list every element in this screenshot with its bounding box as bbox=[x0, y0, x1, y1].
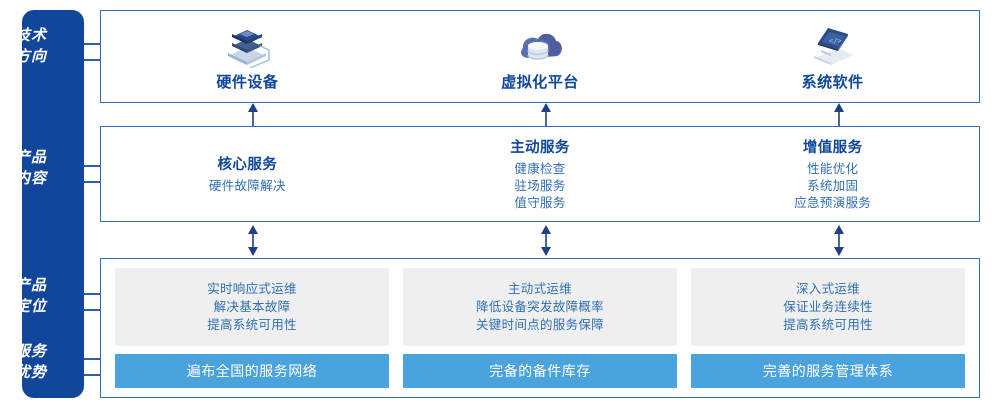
product-content-panel: 核心服务 硬件故障解决 主动服务 健康检查 驻场服务 值守服务 增值服务 性能优… bbox=[100, 126, 980, 222]
tech-item-label: 硬件设备 bbox=[216, 73, 279, 91]
content-column-item: 性能优化 bbox=[807, 162, 859, 176]
position-box-1[interactable]: 实时响应式运维 解决基本故障 提高系统可用性 bbox=[115, 268, 389, 346]
sidebar-label-line2: 方向 bbox=[14, 48, 47, 65]
position-line: 主动式运维 bbox=[507, 282, 572, 296]
position-line: 降低设备突发故障概率 bbox=[475, 300, 604, 314]
laptop-code-icon: </> bbox=[802, 22, 864, 68]
content-column-item: 应急预演服务 bbox=[794, 196, 872, 210]
arrow-bidirectional-value-added bbox=[833, 225, 845, 256]
content-column-active-service[interactable]: 主动服务 健康检查 驻场服务 值守服务 bbox=[394, 127, 687, 221]
bottom-column-1: 实时响应式运维 解决基本故障 提高系统可用性 遍布全国的服务网络 bbox=[115, 268, 389, 388]
content-column-item: 值守服务 bbox=[514, 196, 566, 210]
position-line: 保证业务连续性 bbox=[783, 300, 873, 314]
connector-line bbox=[84, 293, 102, 295]
position-line: 关键时间点的服务保障 bbox=[475, 318, 604, 332]
content-column-value-added-service[interactable]: 增值服务 性能优化 系统加固 应急预演服务 bbox=[686, 127, 979, 221]
sidebar-label-line1: 技术 bbox=[14, 27, 47, 44]
bottom-column-2: 主动式运维 降低设备突发故障概率 关键时间点的服务保障 完备的备件库存 bbox=[403, 268, 677, 388]
connector-line bbox=[84, 59, 102, 61]
connector-line bbox=[84, 165, 102, 167]
content-column-item: 健康检查 bbox=[514, 162, 566, 176]
tech-item-label: 系统软件 bbox=[801, 73, 864, 91]
content-column-item: 硬件故障解决 bbox=[208, 179, 286, 193]
arrow-up-hardware bbox=[247, 103, 259, 126]
tech-direction-panel: 硬件设备 虚 bbox=[100, 10, 980, 103]
sidebar-label-line2: 内容 bbox=[14, 170, 47, 187]
position-line: 提高系统可用性 bbox=[783, 318, 873, 332]
sidebar-label-line2: 优势 bbox=[14, 364, 47, 381]
arrow-up-system-software bbox=[833, 103, 845, 126]
connector-line bbox=[84, 358, 102, 360]
content-column-item: 系统加固 bbox=[807, 179, 859, 193]
advantage-bar-1[interactable]: 遍布全国的服务网络 bbox=[115, 354, 389, 388]
tech-item-system-software[interactable]: </> 系统软件 bbox=[686, 11, 979, 102]
tech-item-label: 虚拟化平台 bbox=[501, 73, 579, 91]
connector-line bbox=[84, 43, 102, 45]
tech-item-hardware[interactable]: 硬件设备 bbox=[101, 11, 394, 102]
connector-line bbox=[84, 181, 102, 183]
tech-items-row: 硬件设备 虚 bbox=[101, 11, 979, 102]
cloud-database-icon bbox=[509, 22, 571, 68]
content-column-title: 核心服务 bbox=[217, 157, 278, 173]
content-columns-row: 核心服务 硬件故障解决 主动服务 健康检查 驻场服务 值守服务 增值服务 性能优… bbox=[101, 127, 979, 221]
bottom-column-3: 深入式运维 保证业务连续性 提高系统可用性 完善的服务管理体系 bbox=[691, 268, 965, 388]
position-line: 实时响应式运维 bbox=[207, 282, 297, 296]
product-position-advantage-panel: 实时响应式运维 解决基本故障 提高系统可用性 遍布全国的服务网络 主动式运维 降… bbox=[100, 258, 980, 398]
position-line: 深入式运维 bbox=[795, 282, 860, 296]
advantage-bar-3[interactable]: 完善的服务管理体系 bbox=[691, 354, 965, 388]
sidebar-label-service-advantage: 服务 优势 bbox=[0, 341, 62, 383]
sidebar-label-product-content: 产品 内容 bbox=[0, 147, 62, 189]
position-line: 提高系统可用性 bbox=[207, 318, 297, 332]
content-column-core-service[interactable]: 核心服务 硬件故障解决 bbox=[101, 127, 394, 221]
content-column-title: 增值服务 bbox=[802, 140, 863, 156]
tech-item-virtualization[interactable]: 虚拟化平台 bbox=[394, 11, 687, 102]
bottom-columns-row: 实时响应式运维 解决基本故障 提高系统可用性 遍布全国的服务网络 主动式运维 降… bbox=[101, 259, 979, 397]
left-category-sidebar bbox=[22, 10, 84, 398]
sidebar-label-line2: 定位 bbox=[14, 298, 47, 315]
position-box-2[interactable]: 主动式运维 降低设备突发故障概率 关键时间点的服务保障 bbox=[403, 268, 677, 346]
advantage-bar-2[interactable]: 完备的备件库存 bbox=[403, 354, 677, 388]
server-stack-icon bbox=[216, 22, 278, 68]
sidebar-label-tech-direction: 技术 方向 bbox=[0, 25, 62, 67]
content-column-item: 驻场服务 bbox=[514, 179, 566, 193]
sidebar-label-line1: 服务 bbox=[14, 343, 47, 360]
sidebar-label-line1: 产品 bbox=[14, 149, 47, 166]
arrow-bidirectional-active bbox=[540, 225, 552, 256]
arrow-up-virtualization bbox=[540, 103, 552, 126]
position-line: 解决基本故障 bbox=[213, 300, 291, 314]
sidebar-label-product-position: 产品 定位 bbox=[0, 275, 62, 317]
position-box-3[interactable]: 深入式运维 保证业务连续性 提高系统可用性 bbox=[691, 268, 965, 346]
connector-line bbox=[84, 309, 102, 311]
svg-text:</>: </> bbox=[829, 37, 842, 45]
sidebar-label-line1: 产品 bbox=[14, 277, 47, 294]
connector-line bbox=[84, 374, 102, 376]
arrow-bidirectional-core bbox=[247, 225, 259, 256]
content-column-title: 主动服务 bbox=[510, 140, 570, 156]
